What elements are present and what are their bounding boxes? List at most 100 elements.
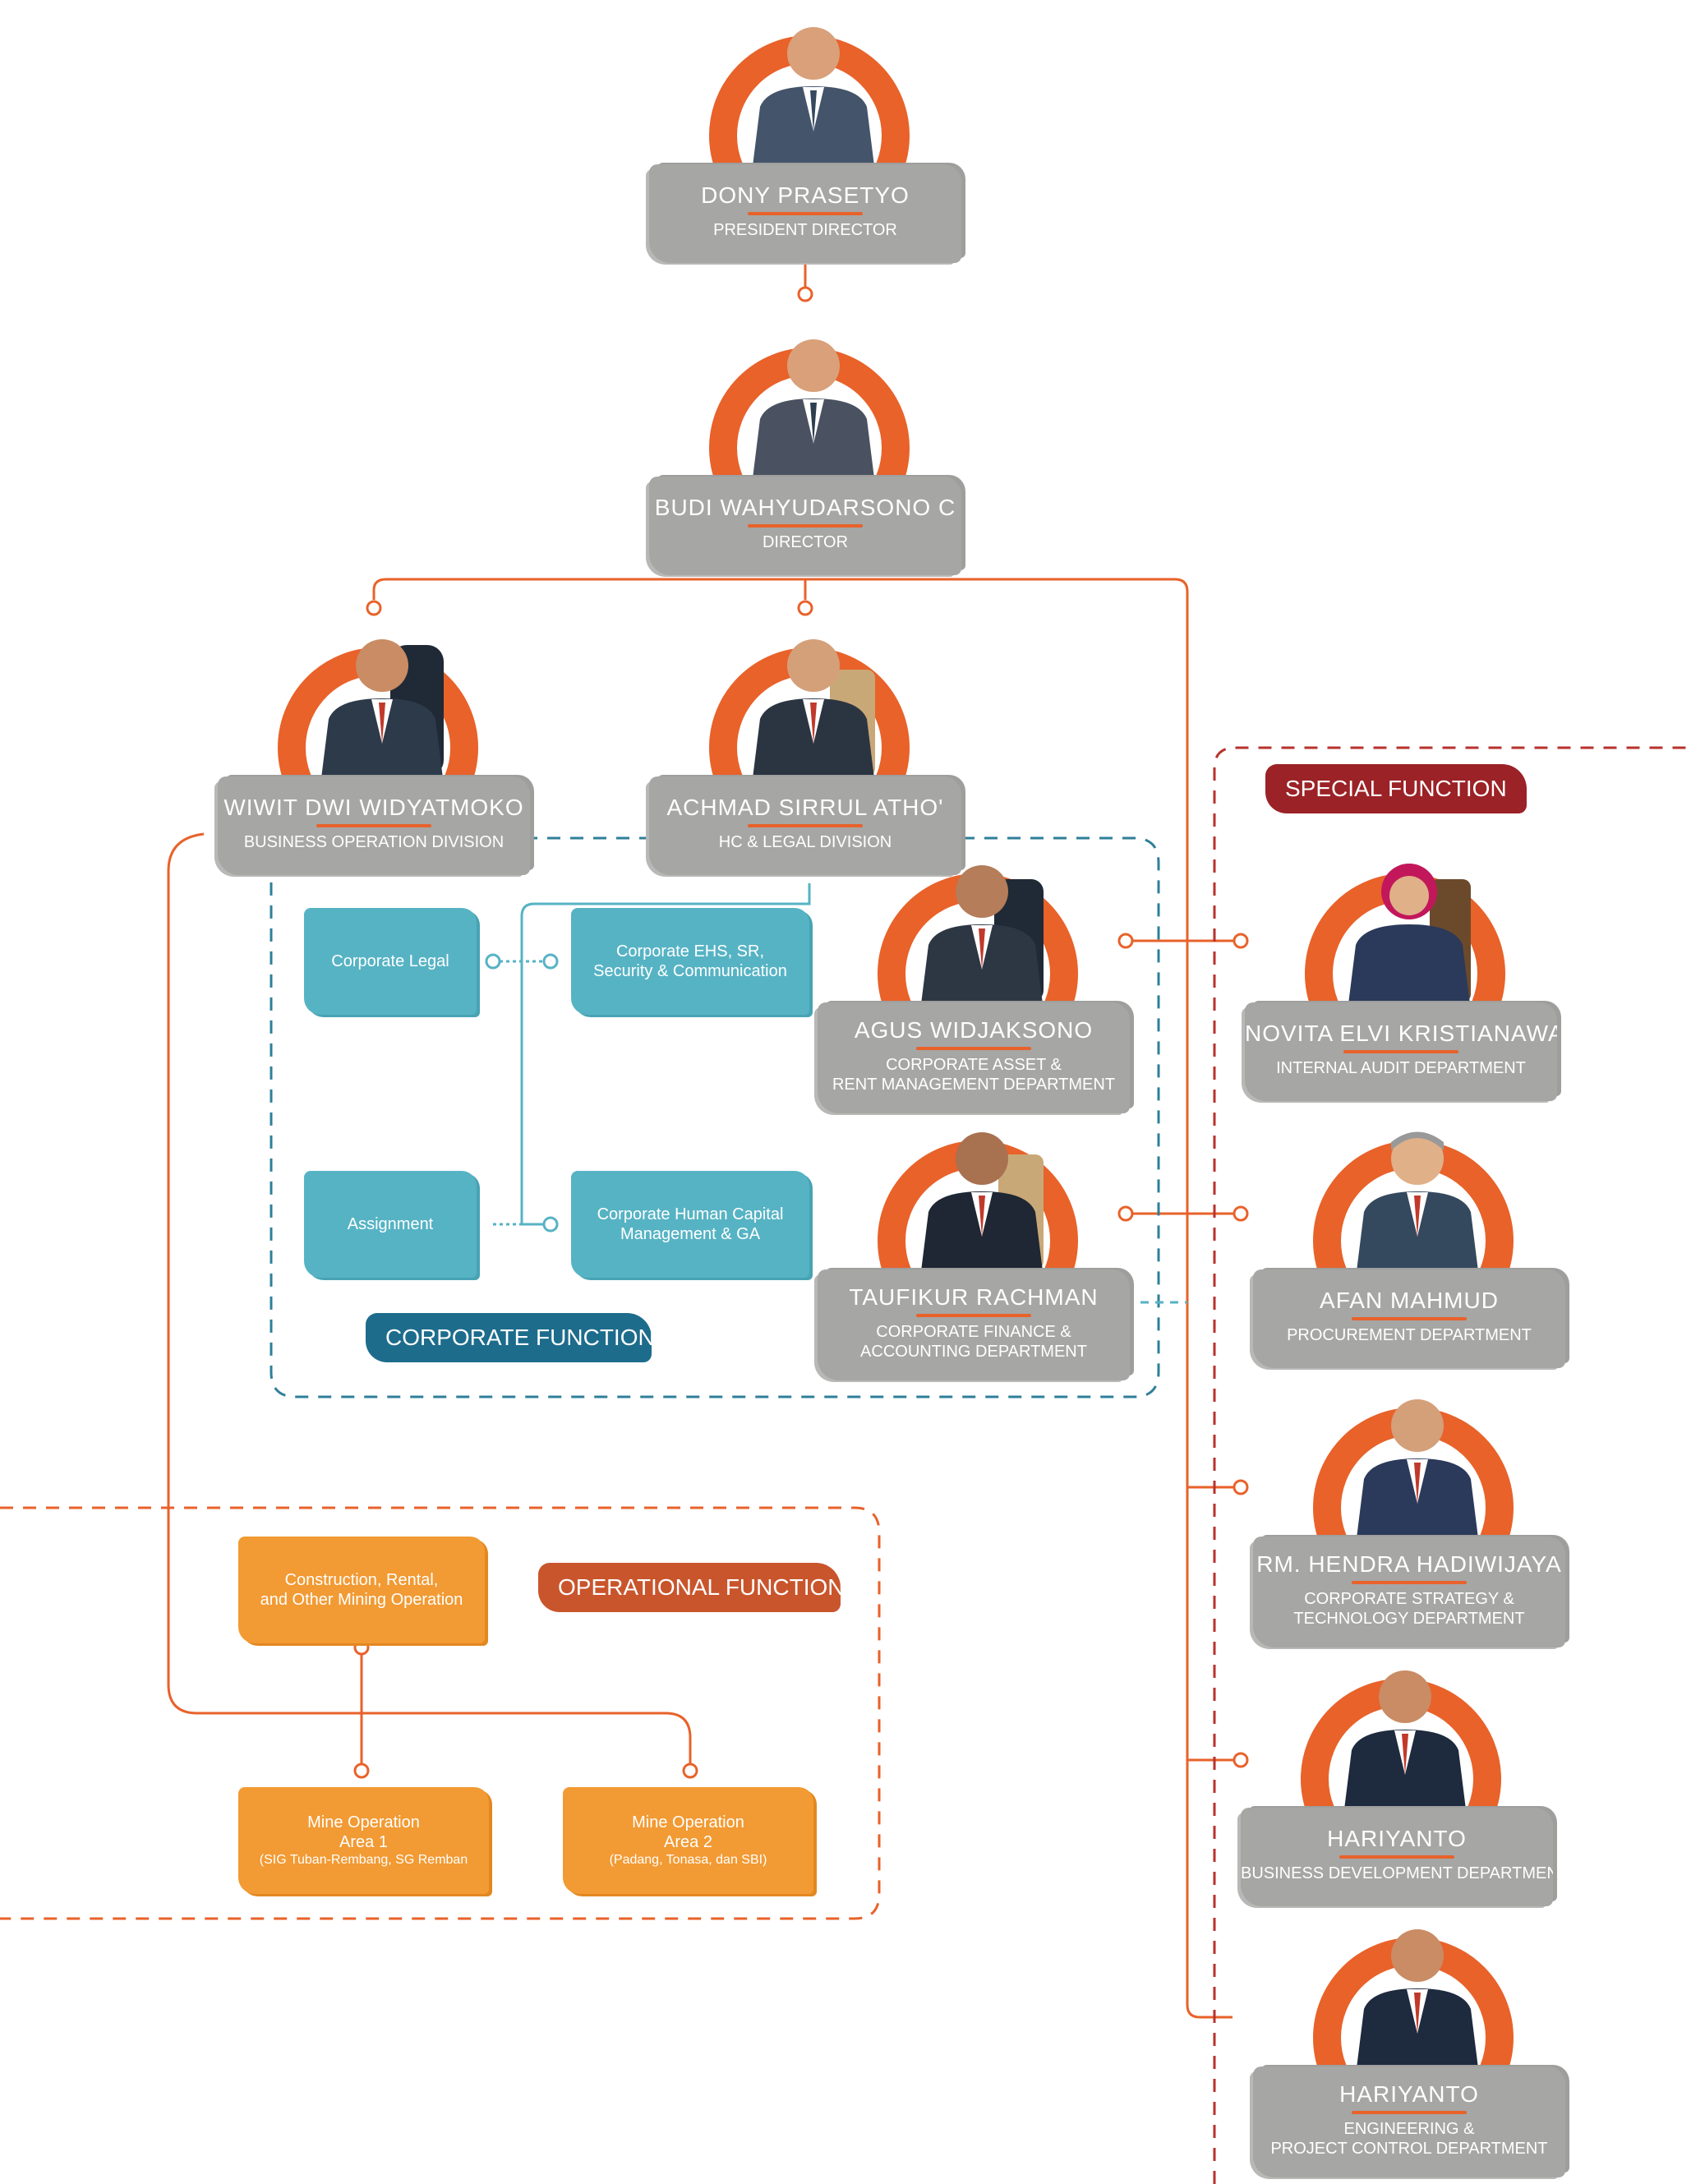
name-card: TAUFIKUR RACHMAN CORPORATE FINANCE & ACC… — [818, 1269, 1130, 1380]
person-photo — [1356, 1399, 1479, 1545]
person-name: BUDI WAHYUDARSONO C — [654, 495, 956, 520]
person-role: BUSINESS OPERATION DIVISION — [243, 833, 505, 851]
box-label: Management & GA — [620, 1225, 761, 1243]
box-label: Mine Operation — [632, 1813, 744, 1832]
box-label: Construction, Rental, — [284, 1571, 439, 1589]
name-underline — [748, 824, 863, 827]
person-role: TECHNOLOGY DEPARTMENT — [1293, 1610, 1525, 1628]
person-photo — [1343, 1670, 1467, 1816]
person-name: WIWIT DWI WIDYATMOKO — [223, 795, 524, 820]
person-role: PROCUREMENT DEPARTMENT — [1287, 1326, 1532, 1344]
person-hc-legal: ACHMAD SIRRUL ATHO' HC & LEGAL DIVISION — [649, 620, 978, 883]
box-label: Corporate EHS, SR, — [615, 942, 765, 961]
person-role: CORPORATE STRATEGY & — [1304, 1590, 1514, 1608]
person-photo — [1356, 1131, 1479, 1278]
name-underline — [1343, 1050, 1458, 1053]
box-label: Corporate Legal — [331, 952, 449, 970]
name-card: ACHMAD SIRRUL ATHO' HC & LEGAL DIVISION — [649, 776, 961, 875]
name-card: WIWIT DWI WIDYATMOKO BUSINESS OPERATION … — [218, 776, 530, 875]
special-function-frame — [1213, 746, 1691, 2184]
box-label: Corporate Human Capital — [597, 1205, 784, 1223]
construction-rental-box: Construction, Rental, and Other Mining O… — [238, 1537, 485, 1643]
corporate-legal-box: Corporate Legal — [304, 908, 477, 1015]
box-label: and Other Mining Operation — [260, 1591, 463, 1609]
person-role: RENT MANAGEMENT DEPARTMENT — [832, 1076, 1116, 1094]
name-underline — [916, 1314, 1031, 1317]
name-underline — [1339, 1855, 1454, 1859]
person-name: ACHMAD SIRRUL ATHO' — [666, 795, 944, 820]
corporate-function-frame — [270, 836, 1160, 1398]
person-photo — [752, 339, 875, 485]
person-engineering: HARIYANTO ENGINEERING & PROJECT CONTROL … — [1253, 1910, 1582, 2177]
box-label: Assignment — [347, 1215, 434, 1233]
special-function-banner: SPECIAL FUNCTION — [1265, 764, 1527, 813]
person-name: NOVITA ELVI KRISTIANAWA — [1245, 1021, 1557, 1046]
name-underline — [316, 824, 431, 827]
person-role: PROJECT CONTROL DEPARTMENT — [1270, 2140, 1548, 2158]
name-underline — [1352, 1317, 1467, 1320]
person-corporate-finance: TAUFIKUR RACHMAN CORPORATE FINANCE & ACC… — [818, 1113, 1146, 1380]
person-photo — [920, 1132, 1044, 1278]
person-role: ENGINEERING & — [1343, 2120, 1475, 2138]
person-president: DONY PRASETYO PRESIDENT DIRECTOR — [649, 8, 978, 271]
corporate-function-banner: CORPORATE FUNCTION — [366, 1313, 652, 1362]
person-photo — [920, 865, 1044, 1011]
person-procurement: AFAN MAHMUD PROCUREMENT DEPARTMENT — [1253, 1113, 1582, 1376]
name-card: DONY PRASETYO PRESIDENT DIRECTOR — [649, 164, 961, 263]
person-corporate-asset: AGUS WIDJAKSONO CORPORATE ASSET & RENT M… — [818, 846, 1146, 1113]
connector-node — [797, 286, 813, 302]
mine-operation-area2-box: Mine Operation Area 2 (Padang, Tonasa, d… — [563, 1787, 813, 1894]
person-name: TAUFIKUR RACHMAN — [849, 1284, 1099, 1310]
person-business-development: HARIYANTO BUSINESS DEVELOPMENT DEPARTMEN… — [1241, 1652, 1569, 1914]
name-underline — [916, 1047, 1031, 1050]
person-role: PRESIDENT DIRECTOR — [713, 221, 897, 239]
name-card: AGUS WIDJAKSONO CORPORATE ASSET & RENT M… — [818, 1002, 1130, 1113]
person-role: HC & LEGAL DIVISION — [718, 833, 892, 851]
name-card: HARIYANTO ENGINEERING & PROJECT CONTROL … — [1253, 2067, 1565, 2177]
box-label: Area 2 — [664, 1833, 712, 1851]
person-role: CORPORATE ASSET & — [886, 1056, 1062, 1074]
assignment-box: Assignment — [304, 1171, 477, 1278]
person-photo — [752, 27, 875, 173]
person-photo — [752, 639, 875, 785]
connector-node — [682, 1762, 698, 1779]
corporate-connectors — [485, 883, 811, 1233]
box-label: Security & Communication — [593, 962, 787, 980]
name-card: AFAN MAHMUD PROCUREMENT DEPARTMENT — [1253, 1269, 1565, 1368]
operational-function-banner: OPERATIONAL FUNCTION — [538, 1563, 841, 1612]
mine-operation-area1-box: Mine Operation Area 1 (SIG Tuban-Rembang… — [238, 1787, 489, 1894]
name-card: HARIYANTO BUSINESS DEVELOPMENT DEPARTMEN… — [1241, 1808, 1553, 1906]
name-underline — [748, 212, 863, 215]
name-card: BUDI WAHYUDARSONO C DIRECTOR — [649, 477, 961, 575]
connector-node — [366, 600, 382, 616]
person-role: INTERNAL AUDIT DEPARTMENT — [1276, 1059, 1526, 1077]
name-underline — [748, 524, 863, 528]
person-corporate-strategy: RM. HENDRA HADIWIJAYA CORPORATE STRATEGY… — [1253, 1380, 1582, 1647]
name-card: NOVITA ELVI KRISTIANAWA INTERNAL AUDIT D… — [1245, 1002, 1557, 1101]
box-sublabel: (Padang, Tonasa, dan SBI) — [609, 1853, 767, 1867]
box-label: Area 1 — [339, 1833, 388, 1851]
box-label: Mine Operation — [307, 1813, 420, 1832]
person-name: DONY PRASETYO — [701, 182, 910, 208]
box-sublabel: (SIG Tuban-Rembang, SG Remban — [259, 1853, 468, 1867]
person-name: AFAN MAHMUD — [1320, 1288, 1499, 1313]
person-role: CORPORATE FINANCE & — [876, 1323, 1071, 1341]
person-role: ACCOUNTING DEPARTMENT — [860, 1343, 1087, 1361]
special-connectors — [1117, 933, 1249, 1768]
person-name: AGUS WIDJAKSONO — [854, 1017, 1094, 1043]
person-role: BUSINESS DEVELOPMENT DEPARTMENT — [1241, 1864, 1553, 1882]
person-role: DIRECTOR — [762, 533, 849, 551]
connector-node — [797, 600, 813, 616]
name-card: RM. HENDRA HADIWIJAYA CORPORATE STRATEGY… — [1253, 1537, 1565, 1647]
name-underline — [1352, 2111, 1467, 2114]
connector-director-branch — [372, 578, 1233, 2019]
person-photo — [1356, 1929, 1479, 2075]
name-underline — [1352, 1581, 1467, 1584]
person-director: BUDI WAHYUDARSONO C DIRECTOR — [649, 320, 978, 583]
corporate-ehs-box: Corporate EHS, SR, Security & Communicat… — [571, 908, 809, 1015]
corporate-human-capital-box: Corporate Human Capital Management & GA — [571, 1171, 809, 1278]
person-photo — [1348, 864, 1471, 1011]
person-business-operation: WIWIT DWI WIDYATMOKO BUSINESS OPERATION … — [218, 620, 546, 883]
person-name: RM. HENDRA HADIWIJAYA — [1256, 1551, 1562, 1577]
